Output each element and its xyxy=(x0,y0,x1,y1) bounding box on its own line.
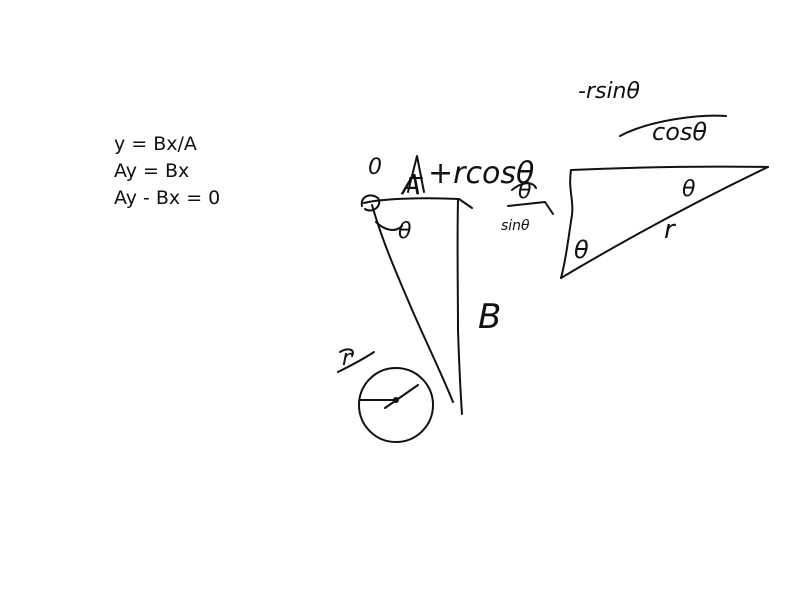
origin-scribble xyxy=(360,194,381,212)
label-theta-right-bottom: θ xyxy=(574,236,589,264)
equation-1: y = Bx/A xyxy=(114,133,197,155)
sin-triangle xyxy=(507,182,554,215)
label-sin: sinθ xyxy=(501,218,530,234)
label-theta-inner: θ xyxy=(398,219,412,244)
label-theta-top: θ xyxy=(518,179,532,204)
right-triangle-hypotenuse xyxy=(560,166,769,279)
cos-arrow xyxy=(619,114,727,137)
equation-3: Ay - Bx = 0 xyxy=(114,187,221,209)
left-triangle-top-edge xyxy=(363,197,473,209)
small-circle xyxy=(358,367,434,443)
label-r-hyp: r xyxy=(664,215,677,245)
label-A: A xyxy=(400,168,421,201)
label-r-circle: r xyxy=(342,346,353,371)
label-theta-right-top: θ xyxy=(682,177,696,202)
left-triangle-hypotenuse xyxy=(371,204,454,403)
left-triangle-vertical xyxy=(456,199,463,415)
label-origin: 0 xyxy=(368,155,382,180)
label-B: B xyxy=(478,297,501,337)
angle-arc-left xyxy=(375,221,403,231)
label-cos: cosθ xyxy=(652,118,707,146)
label-plus-r-cos: +rcosθ xyxy=(428,156,534,191)
circle-r-scribble xyxy=(337,348,375,373)
arrow-A-mark xyxy=(407,155,425,193)
circle-center-dot xyxy=(393,397,399,403)
equations-list: y = Bx/A Ay = Bx Ay - Bx = 0 xyxy=(114,131,220,212)
equation-2: Ay = Bx xyxy=(114,160,190,182)
right-triangle-vertical xyxy=(560,169,574,279)
circle-chord xyxy=(384,384,419,409)
label-minus-r-sin: -rsinθ xyxy=(578,79,641,104)
right-triangle-top-edge xyxy=(570,165,769,171)
